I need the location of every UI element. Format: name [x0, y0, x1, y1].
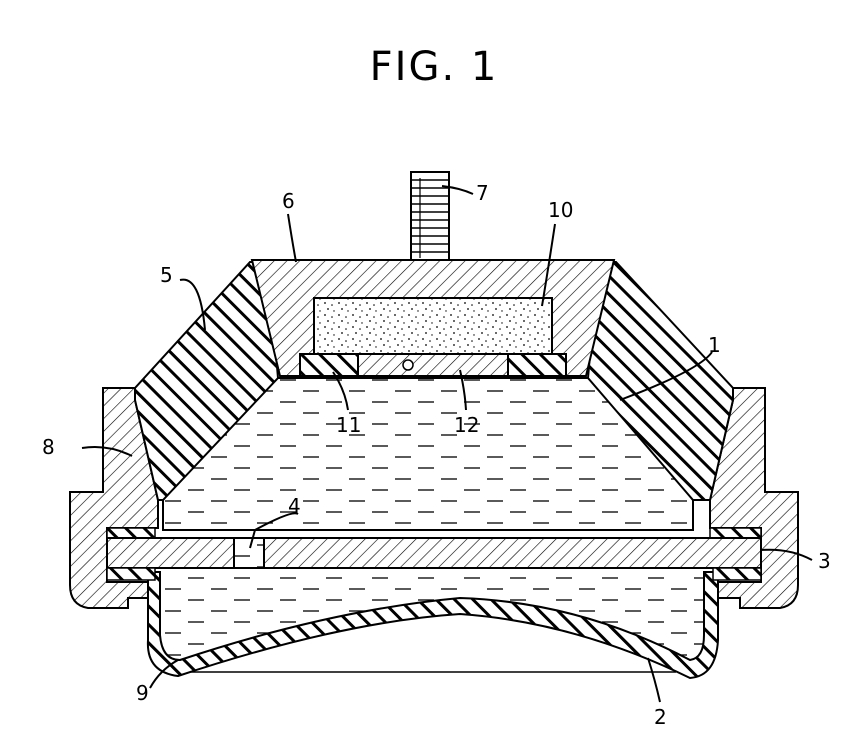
label-12: 12	[454, 413, 479, 437]
plate-hole	[402, 359, 414, 371]
seal-11-right	[507, 353, 567, 377]
label-2: 2	[654, 705, 667, 729]
label-6: 6	[282, 189, 295, 213]
porous-insert-10	[313, 297, 553, 355]
label-9: 9	[136, 681, 149, 705]
rubber-strip-top-left	[106, 527, 156, 539]
throttle-channel-4	[233, 537, 265, 569]
label-3: 3	[818, 549, 831, 573]
rubber-strip-bottom-left	[106, 567, 156, 581]
compensation-chamber-2	[158, 572, 708, 675]
label-10: 10	[548, 198, 573, 222]
figure-title: FIG. 1	[369, 44, 499, 90]
seal-11-left	[299, 353, 359, 377]
rubber-strip-bottom-right	[712, 567, 762, 581]
rubber-strip-top-right	[709, 527, 762, 539]
label-4: 4	[288, 494, 301, 518]
label-1: 1	[708, 333, 721, 357]
label-7: 7	[476, 181, 489, 205]
intermediate-plate-3	[106, 537, 762, 569]
label-11: 11	[336, 413, 361, 437]
leader-lines	[81, 185, 813, 703]
label-5: 5	[160, 263, 173, 287]
diaphragm-9	[146, 571, 719, 680]
label-8: 8	[42, 435, 55, 459]
